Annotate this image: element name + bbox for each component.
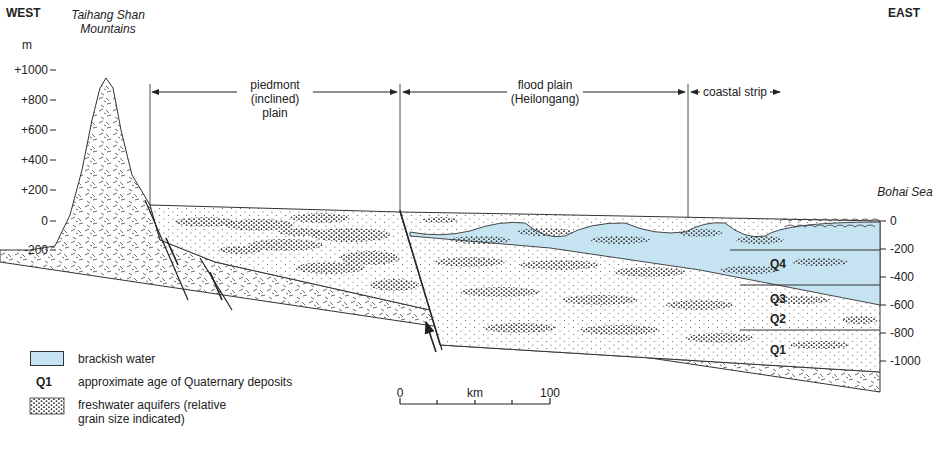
aquifer-lens [370,279,420,291]
legend-entry: freshwater aquifers (relative grain size… [78,398,248,426]
age-label: Q3 [770,292,786,306]
age-label: Q1 [770,343,786,357]
legend-text: brackish water [78,352,155,366]
aquifer-lens [520,260,600,270]
axis-tick-label: -800 [890,326,914,340]
axis-tick-label: +1000 [14,63,48,77]
aquifer-lens [614,267,686,277]
aquifer-lens [310,228,390,242]
aquifer-lens [590,236,650,244]
aquifer-lens [562,295,638,305]
direction-label: WEST [6,6,41,20]
aquifer-lens [678,229,722,237]
aquifer-lens [278,228,322,236]
axis-tick-label: -600 [890,298,914,312]
mountain-name: Taihang Shan Mountains [68,8,148,36]
legend-age-sample: Q1 [36,375,52,389]
axis-tick-label: +800 [21,93,48,107]
age-label: Q2 [770,312,786,326]
aquifer-lens [484,323,556,333]
aquifer-lens [790,341,850,349]
scale-unit: km [467,386,483,400]
aquifer-lens [792,258,848,266]
aquifer-lens [460,287,540,297]
axis-tick-label: -200 [24,243,48,257]
scale-number: 100 [540,386,560,400]
aquifer-lens [666,300,734,310]
aquifer-lens [842,316,878,324]
aquifer-lens [580,325,660,335]
aquifer-lens [218,246,262,254]
axis-tick-label: -1000 [890,354,921,368]
axis-tick-label: +200 [21,183,48,197]
aquifer-lens [517,228,573,236]
axis-tick-label: +400 [21,153,48,167]
aquifer-lens [290,213,350,223]
axis-unit: m [22,38,32,52]
aquifer-lens [422,217,458,223]
legend-text: approximate age of Quaternary deposits [78,375,292,389]
region-label: flood plain (Heilongang) [507,78,583,106]
aquifer-lens [295,262,365,274]
aquifer-lens [736,236,784,244]
axis-tick-label: +600 [21,123,48,137]
sea-name: Bohai Sea [877,185,932,199]
axis-tick-label: 0 [890,214,897,228]
aquifer-lens [686,333,754,343]
scale-number: 0 [397,386,404,400]
legend-text: freshwater aquifers (relative grain size… [78,398,248,426]
direction-label: EAST [888,6,920,20]
aquifer-lens [435,257,505,267]
aquifer-lens [450,236,510,244]
age-label: Q4 [770,257,786,271]
axis-tick-label: 0 [41,214,48,228]
region-label: coastal strip [700,85,770,99]
aquifer-lens [340,251,400,265]
legend-entry: approximate age of Quaternary deposits [78,375,292,389]
region-label: piedmont (inclined) plain [237,78,313,120]
legend-entry: brackish water [78,352,155,366]
axis-tick-label: -400 [890,270,914,284]
legend-swatch [30,351,64,366]
axis-tick-label: -200 [890,242,914,256]
